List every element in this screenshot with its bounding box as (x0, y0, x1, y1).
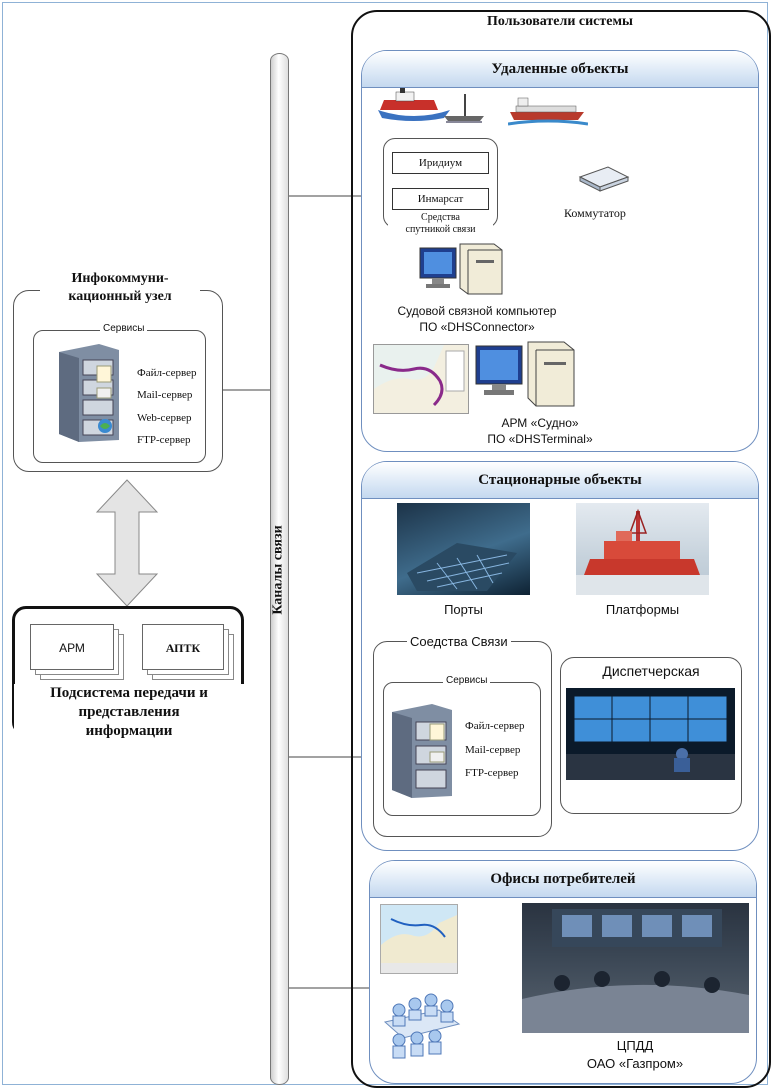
users-title: Пользователи системы (487, 14, 633, 29)
switch-icon (578, 166, 630, 192)
server-rack-icon (59, 344, 119, 442)
comm-services-label: Сервисы (443, 675, 491, 686)
comm-service-file: Файл-сервер (465, 720, 525, 732)
dispatch-image (566, 688, 735, 780)
aptk-card: АПТК (142, 624, 224, 670)
ports-label: Порты (444, 602, 483, 617)
ports-image (397, 503, 530, 595)
inmarsat-box: Инмарсат (392, 188, 489, 210)
platforms-label: Платформы (605, 602, 680, 617)
satellite-caption: Средства спутникой связи (388, 212, 493, 236)
arm-label: АРМ «Судно» (501, 416, 579, 430)
dispatch-title: Диспетчерская (602, 663, 700, 679)
comm-service-ftp: FTP-сервер (465, 767, 519, 779)
comm-service-mail: Mail-сервер (465, 744, 521, 756)
double-arrow-icon (95, 479, 159, 607)
remote-objects-title: Удаленные объекты (362, 51, 758, 88)
office-map-image (380, 904, 458, 974)
platform-icon (444, 94, 484, 123)
node-service-file: Файл-сервер (137, 367, 197, 379)
users-frame (351, 10, 771, 1088)
ship-computer-software: ПО «DHSConnector» (419, 320, 535, 334)
consumer-offices-title: Офисы потребителей (370, 861, 756, 898)
cpdd-label: ЦПДД (616, 1038, 654, 1053)
ship-computer-label: Судовой связной компьютер (397, 304, 557, 318)
node-service-mail: Mail-сервер (137, 389, 193, 401)
infocomm-node-title: Инфокоммуни- кационный узел (40, 270, 200, 306)
comm-facilities-label: Соедства Связи (407, 634, 511, 649)
node-services-label: Сервисы (100, 323, 148, 334)
subsystem-title: Подсистема передачи и представления инфо… (14, 684, 244, 741)
org-label: ОАО «Газпром» (586, 1056, 684, 1071)
iridium-box: Иридиум (392, 152, 489, 174)
arm-card: АРМ (30, 624, 114, 670)
channel-tube (270, 53, 289, 1085)
arm-computer-icon (475, 341, 575, 407)
ship-computer-icon (419, 243, 503, 295)
arm-software: ПО «DHSTerminal» (487, 432, 593, 446)
node-service-web: Web-сервер (137, 412, 192, 424)
comm-server-rack-icon (392, 704, 452, 798)
control-center-image (522, 903, 749, 1033)
tanker-icon (508, 97, 588, 126)
tugboat-icon (378, 88, 450, 121)
platforms-image (576, 503, 709, 595)
node-service-ftp: FTP-сервер (137, 434, 191, 446)
meeting-people-icon (383, 993, 461, 1059)
navigation-map-image (373, 344, 469, 414)
channel-label: Каналы связи (270, 525, 286, 615)
switch-label: Коммутатор (564, 206, 626, 220)
stationary-objects-title: Стационарные объекты (362, 462, 758, 499)
